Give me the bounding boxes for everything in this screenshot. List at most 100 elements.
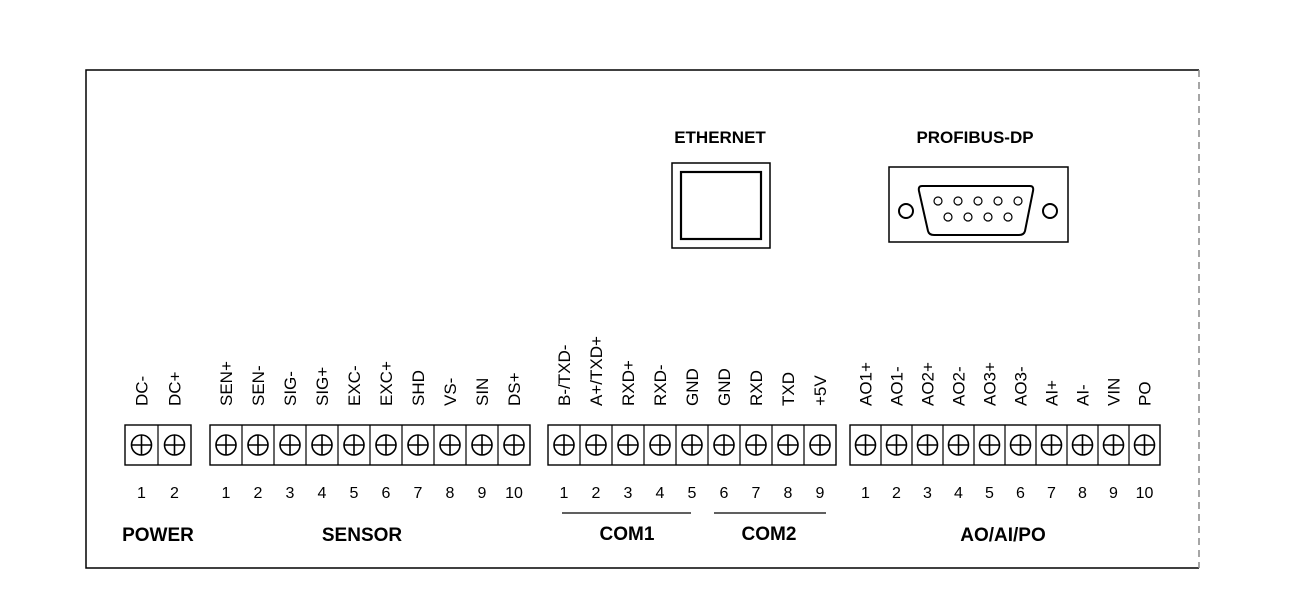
screw-terminal-icon [215,434,237,456]
pin-label: RXD- [651,364,670,406]
pin-number: 4 [318,485,327,502]
db9-pin [983,212,993,222]
pin-label: VIN [1105,378,1124,406]
screw-terminal-icon [885,434,908,456]
screw-terminal-icon [617,434,639,456]
db9-pin [933,196,943,206]
pin-label: SEN- [249,365,268,406]
pin-label: SHD [409,370,428,406]
db9-pin [963,212,973,222]
pin-label: AO3- [1012,366,1031,406]
pin-label: AO1+ [857,362,876,406]
pin-number: 6 [382,485,391,502]
pin-label: TXD [779,372,798,406]
pin-label: AO2- [950,366,969,406]
screw-terminal-icon [1133,434,1156,456]
screw-terminal-icon [407,434,429,456]
pin-label: DC+ [166,371,185,406]
screw-terminal-icon [1102,434,1125,456]
pin-label: EXC- [345,365,364,406]
screw-terminal-icon [130,434,153,456]
pin-label: AI- [1074,384,1093,406]
ethernet-port-icon [671,162,771,249]
pin-number: 5 [688,485,697,502]
pin-number: 6 [1016,485,1025,502]
pin-number: 3 [923,485,932,502]
pin-number: 3 [286,485,295,502]
pin-label: RXD+ [619,360,638,406]
screw-terminal-icon [1040,434,1063,456]
pin-number: 9 [478,485,487,502]
pin-label: AO1- [888,366,907,406]
screw-terminal-icon [247,434,269,456]
screw-terminal-icon [1009,434,1032,456]
screw-terminal-icon [343,434,365,456]
ethernet-label: ETHERNET [674,128,766,147]
pin-label: AO3+ [981,362,1000,406]
screw-terminal-icon [947,434,970,456]
pin-number: 1 [137,485,146,502]
screw-terminal-icon [1071,434,1094,456]
com1-label: COM1 [600,524,655,545]
pin-label: DS+ [505,372,524,406]
pin-number: 10 [1136,485,1154,502]
pin-number: 9 [1109,485,1118,502]
pin-number: 4 [954,485,963,502]
db9-connector-icon [888,166,1069,243]
pin-number: 3 [624,485,633,502]
pin-label: SEN+ [217,361,236,406]
db9-pin [943,212,953,222]
pin-label: SIN [473,378,492,406]
pin-label: SIG- [281,371,300,406]
screw-terminal-icon [471,434,493,456]
pin-number: 8 [784,485,793,502]
pin-number: 4 [656,485,665,502]
terminal-block-aoaipo: AO1+1AO1-2AO2+3AO2-4AO3+5AO3-6AI+7AI-8VI… [849,362,1161,546]
group-label-aoaipo: AO/AI/PO [960,525,1046,546]
db9-pin [1013,196,1023,206]
pin-number: 2 [592,485,601,502]
pin-label: SIG+ [313,367,332,406]
pin-number: 10 [505,485,523,502]
pin-number: 7 [414,485,423,502]
screw-terminal-icon [311,434,333,456]
pin-number: 7 [1047,485,1056,502]
screw-terminal-icon [745,434,767,456]
pin-label: A+/TXD+ [587,336,606,406]
pin-number: 6 [720,485,729,502]
pin-label: PO [1136,381,1155,406]
screw-terminal-icon [649,434,671,456]
screw-terminal-icon [585,434,607,456]
screw-terminal-icon [916,434,939,456]
pin-number: 5 [350,485,359,502]
pin-label: GND [715,368,734,406]
pin-label: B-/TXD- [555,345,574,406]
pin-label: +5V [811,375,830,406]
terminal-block-sensor: SEN+1SEN-2SIG-3SIG+4EXC-5EXC+6SHD7VS-8SI… [209,361,531,546]
pin-label: VS- [441,378,460,406]
screw-terminal-icon [279,434,301,456]
group-label-power: POWER [122,525,194,546]
com2-label: COM2 [742,524,797,545]
profibus-label: PROFIBUS-DP [916,128,1033,147]
pin-number: 1 [222,485,231,502]
pin-number: 8 [1078,485,1087,502]
pin-number: 1 [560,485,569,502]
pin-label: EXC+ [377,361,396,406]
pin-number: 1 [861,485,870,502]
pin-number: 2 [254,485,263,502]
db9-pin [993,196,1003,206]
pin-label: DC- [133,376,152,406]
db9-pin [1003,212,1013,222]
enclosure-outline [85,69,1199,569]
screw-terminal-icon [163,434,186,456]
pin-label: AO2+ [919,362,938,406]
screw-terminal-icon [439,434,461,456]
screw-terminal-icon [854,434,877,456]
pin-number: 2 [892,485,901,502]
screw-terminal-icon [978,434,1001,456]
screw-terminal-icon [713,434,735,456]
db9-pin [953,196,963,206]
